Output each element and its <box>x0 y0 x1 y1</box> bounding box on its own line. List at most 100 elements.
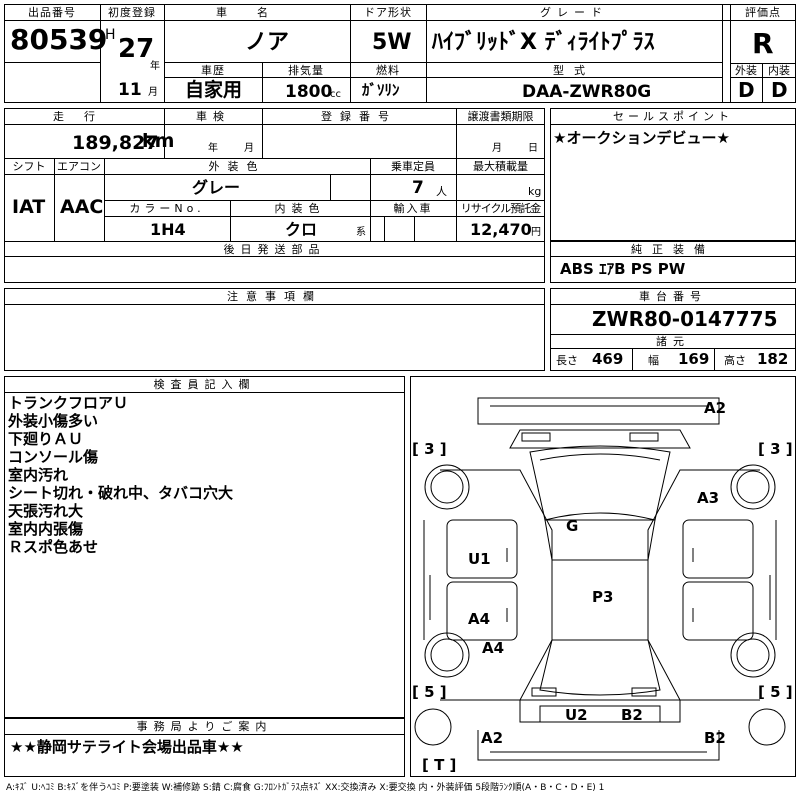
spec-divider <box>104 216 545 217</box>
capacity-label: 乗車定員 <box>391 160 435 173</box>
lot-number: 80539 <box>10 23 108 56</box>
inspector-note-line: Ｒスポ色あせ <box>8 538 99 556</box>
header-divider <box>4 20 796 21</box>
notes-frame <box>4 288 545 371</box>
registration-month: 11 <box>118 80 142 100</box>
color-number: 1H4 <box>150 220 186 239</box>
header-divider <box>722 4 723 103</box>
office-frame <box>4 718 405 777</box>
sales-point: ★オークションデビュー★ <box>553 129 730 147</box>
inspector-notes: トランクフロアＵ 外装小傷多い 下廻りＡＵ コンソール傷 室内汚れ シート切れ・… <box>8 394 233 556</box>
dimensions-label: 諸元 <box>656 335 690 348</box>
width: 169 <box>678 350 710 368</box>
spec-divider <box>384 216 385 241</box>
inspector-note-line: 室内内張傷 <box>8 520 84 538</box>
office-notice: ★★静岡サテライト会場出品車★★ <box>10 738 244 756</box>
inspector-note-line: 室内汚れ <box>8 466 69 484</box>
damage-mark: U1 <box>468 550 491 568</box>
car-diagram-frame <box>410 376 796 777</box>
capacity: 7 <box>412 178 424 198</box>
header-divider <box>762 63 763 103</box>
inspector-note-line: 天張汚れ大 <box>8 502 84 520</box>
equipment-label: 純正装備 <box>631 243 715 256</box>
interior-color-unit: 系 <box>356 227 366 238</box>
chassis-divider <box>550 348 796 349</box>
registration-year: 27 <box>118 34 155 64</box>
header-divider <box>350 4 351 62</box>
inspector-label: 検査員記入欄 <box>153 378 256 391</box>
inspector-note-line: コンソール傷 <box>8 448 99 466</box>
header-divider <box>164 4 165 103</box>
office-divider <box>4 734 405 735</box>
spec-divider <box>262 108 263 158</box>
inspector-note-line: 外装小傷多い <box>8 412 99 430</box>
chassis-frame <box>550 288 796 371</box>
spec-divider <box>414 216 415 241</box>
transfer-month-unit: 月 <box>492 143 502 154</box>
first-registration-label: 初度登録 <box>108 6 156 19</box>
mileage-unit: km <box>142 130 175 152</box>
inspector-frame <box>4 376 405 718</box>
transfer-deadline-label: 譲渡書類期限 <box>467 110 534 123</box>
exterior-grade: D <box>738 78 755 102</box>
car-name: ノア <box>245 30 290 55</box>
header-divider <box>730 63 796 64</box>
door-type: 5W <box>372 30 412 55</box>
chassis-number: ZWR80-0147775 <box>592 307 778 331</box>
exterior-color: グレー <box>192 178 241 197</box>
damage-legend: A:ｷｽﾞ U:ﾍｺﾐ B:ｷｽﾞを伴うﾍｺﾐ P:要塗装 W:補修跡 S:錆 … <box>6 783 605 793</box>
damage-mark: U2 <box>565 706 588 724</box>
inspection-month-unit: 月 <box>244 143 254 154</box>
displacement: 1800 <box>285 82 333 102</box>
diagram-bracket-right-bottom: [ 5 ] <box>758 683 793 701</box>
header-divider <box>262 62 263 103</box>
sales-point-frame <box>550 108 796 241</box>
history: 自家用 <box>185 79 243 101</box>
max-load-label: 最大積載量 <box>473 160 528 173</box>
recycle-deposit: 12,470 <box>470 220 532 239</box>
registration-month-unit: 月 <box>148 87 158 98</box>
width-label: 幅 <box>648 354 659 367</box>
equipment-divider <box>550 256 796 257</box>
spec-divider <box>164 108 165 158</box>
damage-mark: A4 <box>482 639 505 657</box>
spec-divider <box>104 158 105 241</box>
ac: AAC <box>60 196 104 218</box>
header-divider <box>164 62 722 63</box>
damage-mark: A4 <box>468 610 491 628</box>
notes-label: 注意事項欄 <box>227 290 322 303</box>
mileage: 189,827 <box>72 132 159 154</box>
spec-divider <box>456 158 457 241</box>
inspection-year-unit: 年 <box>208 143 218 154</box>
spec-divider <box>456 108 457 158</box>
diagram-bracket-left-top: [ 3 ] <box>412 440 447 458</box>
exterior-color-label: 外装色 <box>208 160 266 173</box>
model-label: 型式 <box>553 64 595 77</box>
header-divider <box>350 62 351 103</box>
diagram-bracket-right-top: [ 3 ] <box>758 440 793 458</box>
header-divider <box>4 62 100 63</box>
chassis-divider <box>550 334 796 335</box>
chassis-divider <box>550 304 796 305</box>
spec-divider <box>4 174 545 175</box>
inspector-divider <box>4 392 405 393</box>
chassis-divider <box>714 348 715 371</box>
recycle-deposit-unit: 円 <box>531 227 541 238</box>
inspection-label: 車検 <box>196 110 230 123</box>
diagram-bracket-bottom: [ T ] <box>422 756 457 774</box>
damage-mark: B2 <box>621 706 643 724</box>
chassis-number-label: 車台番号 <box>639 290 707 303</box>
grade: ﾊｲﾌﾞﾘｯﾄﾞX ﾃﾞｨﾗｲﾄﾌﾟﾗｽ <box>432 30 655 55</box>
damage-mark: P3 <box>592 588 614 606</box>
spec-divider <box>330 174 331 200</box>
damage-mark: B2 <box>704 729 726 747</box>
spec-divider <box>4 241 545 242</box>
interior-color: クロ <box>285 220 318 239</box>
model-code: DAA-ZWR80G <box>522 82 652 102</box>
door-type-label: ドア形状 <box>364 6 412 19</box>
damage-mark: G <box>566 517 579 535</box>
transfer-day-unit: 日 <box>528 143 538 154</box>
spec-divider <box>4 124 545 125</box>
inspector-note-line: トランクフロアＵ <box>8 394 129 412</box>
interior-grade: D <box>771 78 788 102</box>
